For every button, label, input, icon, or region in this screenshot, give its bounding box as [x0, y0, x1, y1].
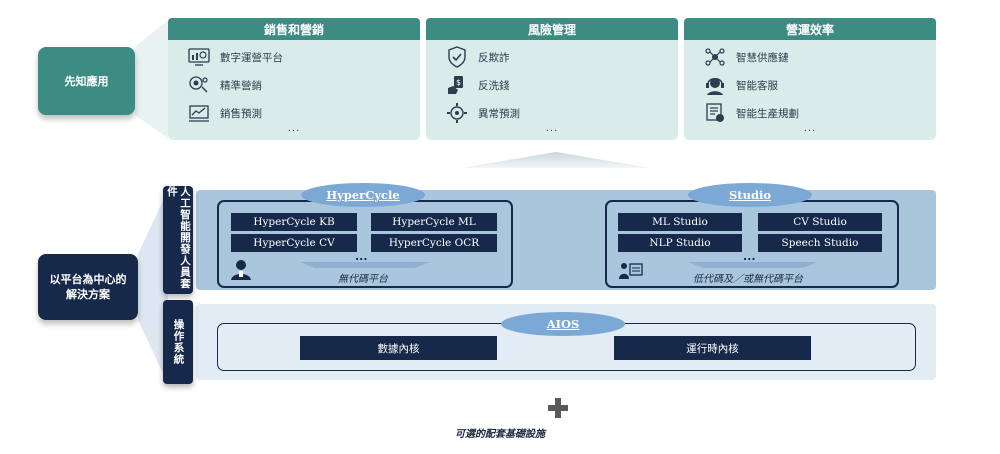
- aios-title: AIOS: [501, 312, 625, 336]
- hypercycle-module-chip: HyperCycle ML: [371, 213, 497, 231]
- runtime-kernel-box: 運行時內核: [614, 336, 811, 360]
- studio-more-ellipsis: ...: [743, 250, 756, 263]
- app-item: 異常預測: [446, 102, 520, 124]
- os-tab: 操作系統: [163, 300, 193, 384]
- hypercycle-module-chip: HyperCycle KB: [231, 213, 357, 231]
- target-marketing-icon: [188, 74, 210, 96]
- studio-module-chip: CV Studio: [758, 213, 882, 231]
- app-item: 智能生產規劃: [704, 102, 799, 124]
- app-item: $ 反洗錢: [446, 74, 510, 96]
- studio-caption-underline: [688, 262, 818, 268]
- shield-check-icon: [446, 46, 468, 68]
- app-panel-title: 風險管理: [426, 18, 678, 40]
- dashboard-icon: [188, 46, 210, 68]
- app-item-label: 異常預測: [478, 107, 520, 120]
- app-item-label: 智能生產規劃: [736, 107, 799, 120]
- os-tab-label: 操作系統: [172, 319, 185, 365]
- network-nodes-icon: [704, 46, 726, 68]
- hypercycle-caption-underline: [300, 262, 430, 268]
- ai-suite-tab-label: 人工智能開發人員套件: [166, 186, 191, 290]
- headset-agent-icon: [704, 74, 726, 96]
- studio-module-chip: ML Studio: [618, 213, 742, 231]
- app-panel-risk: 風險管理 反欺詐 $ 反洗錢 異常預測 ...: [426, 18, 678, 140]
- studio-module-chip: NLP Studio: [618, 234, 742, 252]
- app-item-label: 反洗錢: [478, 79, 510, 92]
- studio-module-chip: Speech Studio: [758, 234, 882, 252]
- hypercycle-caption: 無代碼平台: [338, 274, 388, 285]
- more-ellipsis: ...: [287, 123, 301, 134]
- sales-chart-icon: [188, 102, 210, 124]
- app-item-label: 數字運營平台: [220, 51, 283, 64]
- ai-suite-tab: 人工智能開發人員套件: [163, 186, 193, 294]
- app-item-label: 智慧供應鏈: [736, 51, 789, 64]
- hypercycle-title: HyperCycle: [301, 183, 425, 207]
- plus-icon: [547, 397, 569, 423]
- app-item-label: 銷售預測: [220, 107, 262, 120]
- optional-infrastructure-label: 可選的配套基礎設施: [455, 429, 545, 440]
- money-hand-icon: $: [446, 74, 468, 96]
- presenter-screen-icon: [619, 262, 643, 284]
- app-panel-sales: 銷售和營銷 數字運營平台 精準營銷 銷售預測 ...: [168, 18, 420, 140]
- app-item: 智慧供應鏈: [704, 46, 789, 68]
- developer-person-icon: [230, 258, 252, 284]
- more-ellipsis: ...: [545, 123, 559, 134]
- applications-badge-label: 先知應用: [64, 74, 109, 88]
- app-panel-operations: 營運效率 智慧供應鏈 智能客服 智能生產規劃 ...: [684, 18, 936, 140]
- hypercycle-module-chip: HyperCycle CV: [231, 234, 357, 252]
- app-item-label: 智能客服: [736, 79, 778, 92]
- applications-badge: 先知應用: [38, 47, 135, 115]
- anomaly-gear-icon: [446, 102, 468, 124]
- platform-solution-badge: 以平台為中心的 解決方案: [38, 254, 138, 320]
- hypercycle-more-ellipsis: ...: [355, 250, 368, 263]
- studio-title: Studio: [688, 183, 812, 207]
- app-item-label: 精準營銷: [220, 79, 262, 92]
- app-panel-title: 銷售和營銷: [168, 18, 420, 40]
- more-ellipsis: ...: [803, 123, 817, 134]
- hypercycle-module-chip: HyperCycle OCR: [371, 234, 497, 252]
- svg-text:$: $: [456, 78, 461, 87]
- app-item: 精準營銷: [188, 74, 262, 96]
- platform-badge-line2: 解決方案: [66, 288, 110, 301]
- studio-caption: 低代碼及／或無代碼平台: [693, 274, 803, 285]
- platform-badge-line1: 以平台為中心的: [49, 273, 127, 286]
- app-item: 銷售預測: [188, 102, 262, 124]
- app-item: 數字運營平台: [188, 46, 283, 68]
- app-panel-title: 營運效率: [684, 18, 936, 40]
- production-plan-icon: [704, 102, 726, 124]
- data-kernel-box: 數據內核: [300, 336, 497, 360]
- app-item-label: 反欺詐: [478, 51, 510, 64]
- app-item: 反欺詐: [446, 46, 510, 68]
- app-item: 智能客服: [704, 74, 778, 96]
